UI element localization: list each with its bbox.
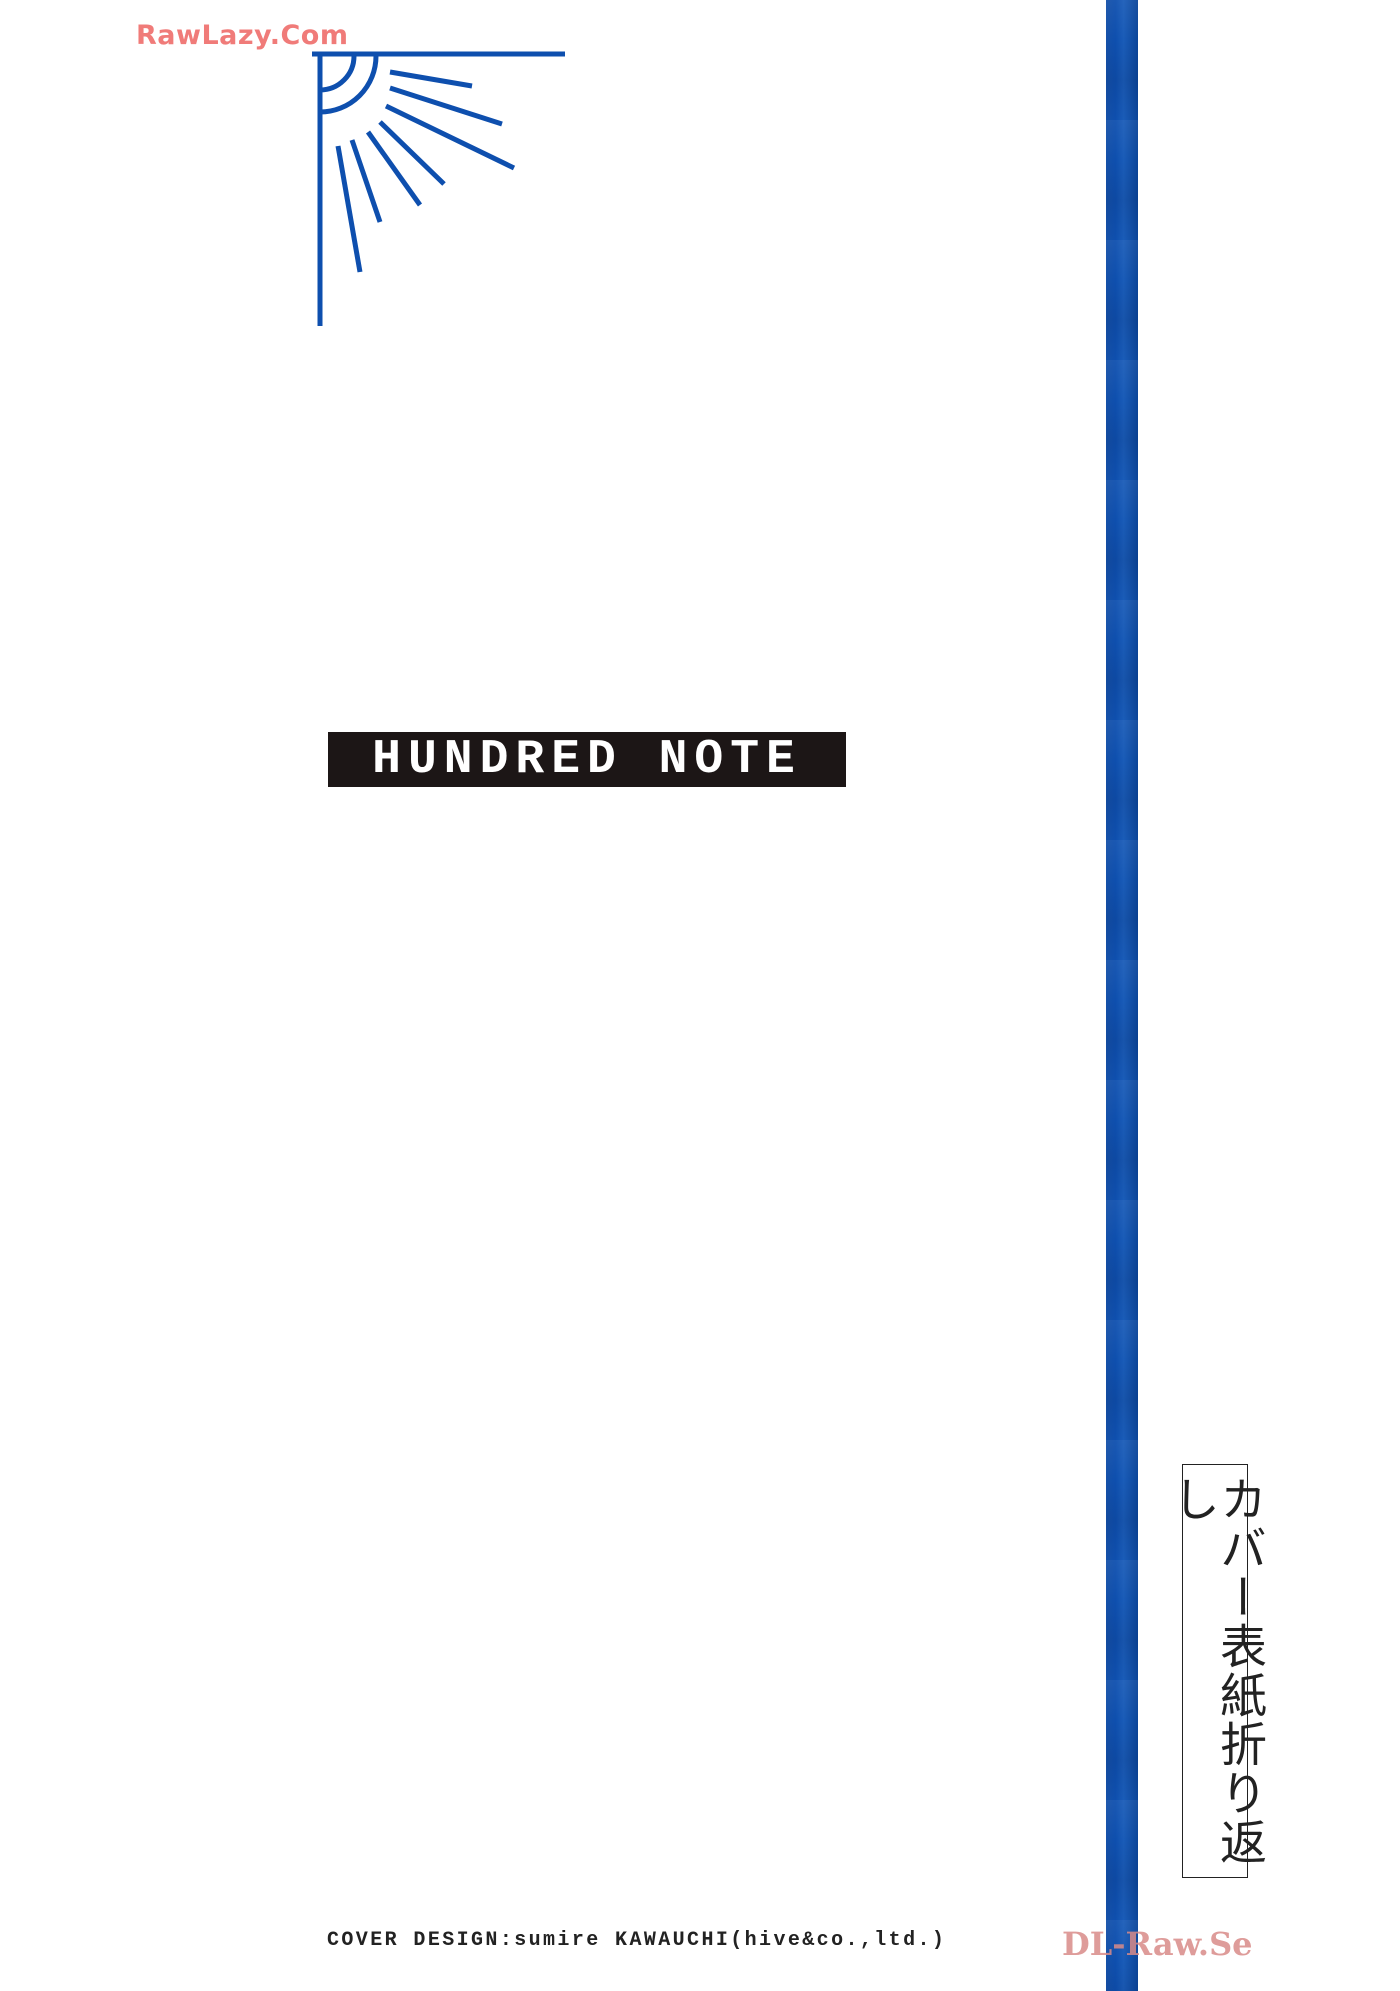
book-title: HUNDRED NOTE [372, 732, 802, 787]
cover-flap-label-box: カバー表紙折り返し [1164, 1464, 1266, 1878]
blue-spine-stripe [1106, 0, 1138, 1991]
watermark-dlraw: DL-Raw.Se [1062, 1925, 1253, 1963]
cover-design-credit: COVER DESIGN:sumire KAWAUCHI(hive&co.,lt… [327, 1929, 947, 1952]
title-banner: HUNDRED NOTE [328, 732, 846, 787]
sun-rays-corner-icon [312, 51, 565, 326]
cover-flap-label: カバー表紙折り返し [1164, 1475, 1266, 1867]
watermark-rawlazy: RawLazy.Com [136, 20, 349, 51]
